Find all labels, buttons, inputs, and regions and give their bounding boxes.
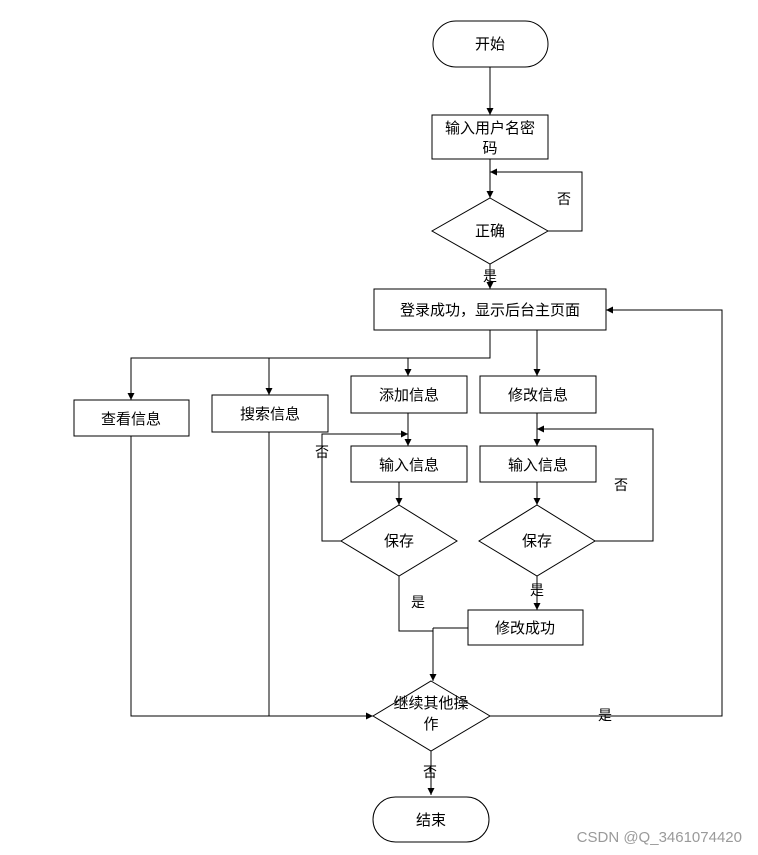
login-input-label-line1: 输入用户名密 <box>445 119 535 137</box>
continue-label-line2: 作 <box>423 715 438 733</box>
edge-addsave-yes <box>398 576 433 632</box>
correct-yes-label: 是 <box>483 269 497 285</box>
add-info-node: 添加信息 <box>350 375 468 414</box>
modify-info-node: 修改信息 <box>479 375 597 414</box>
modify-save-yes-label: 是 <box>530 583 544 599</box>
add-save-yes-label: 是 <box>411 595 425 611</box>
modify-success-label: 修改成功 <box>495 619 555 637</box>
modify-success-node: 修改成功 <box>467 609 584 646</box>
continue-no-label: 否 <box>423 765 437 781</box>
continue-decision: 继续其他操 作 <box>372 680 491 752</box>
main-page-label: 登录成功，显示后台主页面 <box>400 301 580 319</box>
correct-no-label: 否 <box>557 192 571 208</box>
edge-correct-no <box>490 168 583 232</box>
edge-addsave-no <box>321 430 408 542</box>
add-save-decision: 保存 <box>340 504 458 577</box>
continue-yes-label: 是 <box>598 708 612 724</box>
correct-decision: 正确 <box>430 197 550 265</box>
modify-input-label: 输入信息 <box>508 456 568 474</box>
end-label: 结束 <box>416 811 446 829</box>
modify-save-label: 保存 <box>522 532 552 550</box>
continue-label-line1: 继续其他操 <box>393 694 468 712</box>
modify-save-decision: 保存 <box>478 504 596 577</box>
edge-modifysave-no <box>537 425 654 542</box>
add-info-label: 添加信息 <box>379 386 439 404</box>
search-info-label: 搜索信息 <box>240 405 300 423</box>
main-page-node: 登录成功，显示后台主页面 <box>373 288 607 331</box>
login-input-node: 输入用户名密 码 <box>431 114 549 160</box>
modify-save-no-label: 否 <box>614 478 628 494</box>
add-save-label: 保存 <box>384 532 414 550</box>
edge-view-continue <box>130 436 373 720</box>
start-node: 开始 <box>432 20 549 68</box>
watermark-text: CSDN @Q_3461074420 <box>577 829 742 846</box>
end-node: 结束 <box>372 796 490 843</box>
edge-main-view <box>127 330 491 400</box>
correct-label: 正确 <box>475 222 505 240</box>
modify-input-node: 输入信息 <box>479 445 597 483</box>
connectors <box>127 67 723 795</box>
modify-info-label: 修改信息 <box>508 386 568 404</box>
edge-continue-yes <box>490 306 723 717</box>
add-input-node: 输入信息 <box>350 445 468 483</box>
view-info-node: 查看信息 <box>73 399 190 437</box>
login-input-label-line2: 码 <box>482 139 497 157</box>
add-input-label: 输入信息 <box>379 456 439 474</box>
add-save-no-label: 否 <box>315 445 329 461</box>
search-info-node: 搜索信息 <box>211 394 329 433</box>
start-label: 开始 <box>475 35 505 53</box>
view-info-label: 查看信息 <box>101 410 161 428</box>
